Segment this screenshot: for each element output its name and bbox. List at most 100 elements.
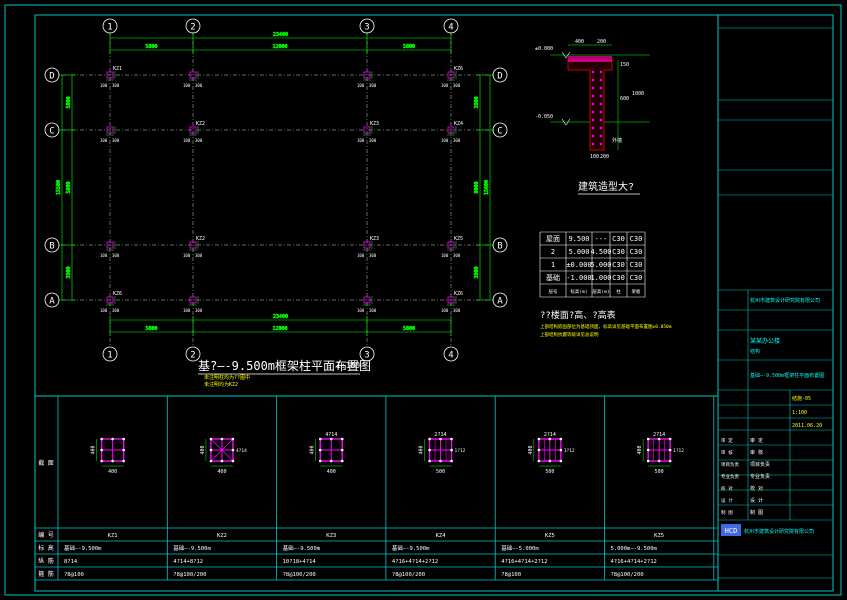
plan-dim-bottom-1: 12000 xyxy=(272,326,287,332)
section-dim-h: 400 xyxy=(637,445,643,454)
schedule-stirrup: ?8@100/200 xyxy=(611,572,644,578)
title-block-signer: 审 核 xyxy=(750,449,763,456)
schedule-stirrup: ?8@100/200 xyxy=(173,572,206,578)
architectural-detail: ±0.000 -0.050 400 200 150 600 1000 100 2… xyxy=(535,39,650,195)
plan-column-label: KZ3 xyxy=(370,121,379,127)
plan-offset: 100 xyxy=(441,138,449,143)
plan-offset: 300 xyxy=(195,308,203,313)
section-dim-w: 500 xyxy=(655,469,664,475)
section-dim-h: 400 xyxy=(528,445,534,454)
detail-level-top: ±0.000 xyxy=(535,46,553,52)
plan-offset: 100 xyxy=(357,138,365,143)
schedule-id: KZ1 xyxy=(108,533,118,539)
schedule-id: KZ2 xyxy=(217,533,227,539)
grid-bubble-col: 2 xyxy=(190,351,195,361)
grid-bubble-row: C xyxy=(49,127,54,137)
drawing-frame xyxy=(34,14,834,592)
plan-dim-right-1: 8000 xyxy=(474,181,480,193)
section-side-rebar: 4?14 xyxy=(236,448,247,454)
plan-offset: 300 xyxy=(453,83,461,88)
plan-offset: 300 xyxy=(369,83,377,88)
plan-column-label: KZ5 xyxy=(454,236,463,242)
plan-offset: 100 xyxy=(183,308,191,313)
plan-offset: 300 xyxy=(195,138,203,143)
plan-dim-right-2: 3800 xyxy=(474,266,480,278)
section-dim-w: 400 xyxy=(108,469,117,475)
schedule-id: KZ3 xyxy=(326,533,336,539)
level-table-cell: 1 xyxy=(551,261,555,269)
column-schedule: 截 面编 号标 高纵 筋箍 筋KZ1基础—-9.500m8?14?8@10040… xyxy=(34,395,718,581)
detail-title: 建筑造型大? xyxy=(578,180,634,193)
level-table-cell: 5.000 xyxy=(590,261,611,269)
section-dim-w: 500 xyxy=(436,469,445,475)
plan-dim-top-2: 5800 xyxy=(403,44,415,50)
plan-column-label: KZ6 xyxy=(454,66,463,72)
level-table-cell: 梁板 xyxy=(632,288,641,295)
grid-bubble-col: 3 xyxy=(364,23,369,33)
schedule-stirrup: ?8@100/200 xyxy=(392,572,425,578)
plan-column-label: KZ6 xyxy=(113,291,122,297)
level-table-cell: 柱 xyxy=(616,288,621,295)
level-table-cell: 1.000 xyxy=(590,274,611,282)
section-top-rebar: 2?14 xyxy=(544,432,556,438)
level-table-cell: 基础 xyxy=(546,273,560,282)
level-table-cell: C30 xyxy=(630,248,643,256)
schedule-stirrup: ?8@100 xyxy=(501,572,521,578)
section-dim-w: 400 xyxy=(217,469,226,475)
plan-offset: 300 xyxy=(112,138,120,143)
plan-offset: 300 xyxy=(112,308,120,313)
plan-column xyxy=(363,296,371,304)
level-table-note-1: 上部结构嵌固部位为基础顶面，标高详见基础平面布置图±0.050m xyxy=(540,323,672,330)
detail-dim-1: 400 xyxy=(575,39,584,45)
plan-column xyxy=(189,126,197,134)
plan-column-label: KZ6 xyxy=(454,291,463,297)
plan-dim-total-top: 23400 xyxy=(273,32,288,38)
plan-column xyxy=(447,71,455,79)
plan-column xyxy=(363,71,371,79)
title-block-company: 杭州市建筑设计研究院有限公司 xyxy=(750,297,820,304)
plan-offset: 100 xyxy=(100,138,108,143)
column-layout-plan: 2340023400580058001200012000580058005800… xyxy=(44,18,508,388)
schedule-rebar: 4?16+4?14+2?12 xyxy=(392,559,438,565)
plan-dim-left-1: 5800 xyxy=(66,181,72,193)
plan-column xyxy=(447,296,455,304)
plan-offset: 100 xyxy=(183,138,191,143)
grid-bubble-row: D xyxy=(49,72,54,82)
level-table-cell: C30 xyxy=(630,274,643,282)
firm-logo-text: HCD xyxy=(725,527,738,535)
section-top-rebar: 2?14 xyxy=(435,432,447,438)
level-table-cell: 标高(m) xyxy=(570,288,587,295)
section-side-rebar: 1?12 xyxy=(673,448,684,454)
title-block-role: 审 核 xyxy=(721,449,733,456)
detail-tag: 外墙 xyxy=(612,137,622,144)
grid-bubble-row: D xyxy=(497,72,502,82)
section-dim-h: 400 xyxy=(309,445,315,454)
grid-bubble-col: 1 xyxy=(107,23,112,33)
section-dim-w: 400 xyxy=(327,469,336,475)
schedule-id: KZ5 xyxy=(545,533,555,539)
plan-offset: 300 xyxy=(369,253,377,258)
schedule-rebar: 10?18+4?14 xyxy=(283,559,317,565)
title-block-signer: 制 图 xyxy=(750,509,763,516)
schedule-elev: 基础—-5.000m xyxy=(501,544,539,552)
level-table-cell: C30 xyxy=(630,235,643,243)
section-side-rebar: 1?12 xyxy=(564,448,575,454)
plan-dim-top-1: 12000 xyxy=(272,44,287,50)
plan-offset: 300 xyxy=(369,138,377,143)
schedule-id: KZ5 xyxy=(654,533,664,539)
grid-bubble-row: A xyxy=(49,297,55,307)
plan-dim-top-0: 5800 xyxy=(145,44,157,50)
level-table-cell: --- xyxy=(595,235,608,243)
title-block-signer: 项目负责 xyxy=(750,461,770,468)
level-table-cell: 4.500 xyxy=(590,248,611,256)
level-table-cell: C30 xyxy=(612,261,625,269)
plan-column xyxy=(106,296,114,304)
schedule-rebar: 4?16+4?14+2?12 xyxy=(611,559,657,565)
schedule-rebar: 4?16+4?14+2?12 xyxy=(501,559,547,565)
section-dim-h: 400 xyxy=(91,445,97,454)
plan-offset: 100 xyxy=(441,308,449,313)
plan-dim-bottom-2: 5800 xyxy=(403,326,415,332)
detail-dim-4: 600 xyxy=(620,96,629,102)
